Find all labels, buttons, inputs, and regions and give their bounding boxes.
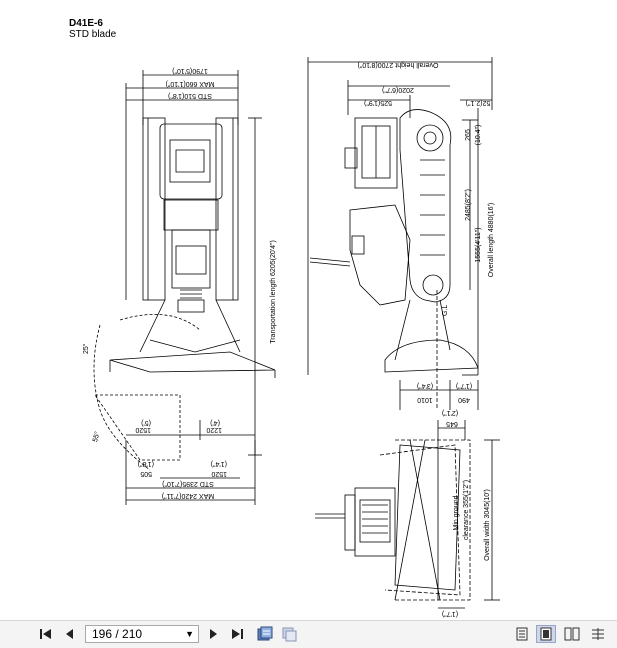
dim-1220: 1220 [206, 426, 222, 433]
dimension-drawing: 1790(5'10") MAX 660(1'10") STD 510(1'8") [82, 57, 500, 617]
dim-505-sub: (1'8") [138, 460, 154, 467]
two-page-view-icon [564, 627, 580, 641]
save-icon [257, 626, 273, 641]
settings-icon [592, 628, 604, 640]
dim-265-sub: (10.4") [475, 125, 482, 146]
prev-page-icon [66, 629, 73, 639]
first-page-icon [40, 629, 51, 639]
dim-2485: 2485(8'2") [465, 189, 472, 221]
overall-length: Overall length 4880(16') [488, 203, 495, 278]
two-page-view-button[interactable] [562, 625, 582, 643]
gl-label: G.L [442, 305, 449, 316]
page-indicator: 196 / 210 [92, 627, 143, 641]
dim-152: 1520 [211, 470, 227, 477]
front-bottom-sub: (1'7") [442, 610, 458, 617]
dim-1520-sub: (5') [141, 419, 151, 426]
transportation-length: Transportation length 6205(20'4") [270, 240, 277, 344]
dim-max-660: MAX 660(1'10") [166, 80, 215, 87]
dim-1010-sub: (3'4") [417, 382, 433, 389]
max-2420: MAX 2420(7'11") [162, 492, 214, 499]
last-page-button[interactable] [227, 625, 247, 643]
dim-645: 645 [446, 420, 458, 427]
min-clearance-2: clearance 355(1'2") [463, 480, 470, 540]
viewer-toolbar: 196 / 210 ▼ [0, 620, 617, 648]
dim-std-510: STD 510(1'8") [168, 92, 212, 99]
dim-490-sub: (1'7") [456, 382, 472, 389]
prev-page-button[interactable] [60, 625, 80, 643]
continuous-view-button[interactable] [536, 625, 556, 643]
first-page-button[interactable] [36, 625, 56, 643]
settings-button[interactable] [588, 625, 608, 643]
document-page: D41E-6 STD blade 1790(5'10") MAX 660(1'1… [69, 18, 500, 617]
model-title: D41E-6 [69, 18, 103, 29]
last-page-icon [232, 629, 243, 639]
dim-52: 52(2.1") [466, 99, 491, 106]
dim-265: 265 [465, 129, 472, 141]
dim-1790: 1790(5'10") [172, 67, 208, 74]
blade-subtitle: STD blade [69, 29, 117, 40]
dim-490: 490 [458, 396, 470, 403]
angle-25: 25° [82, 343, 90, 354]
min-clearance: Min ground [453, 495, 460, 530]
angle-55: 55° [91, 430, 102, 442]
overall-width: Overall width 3045(10') [484, 489, 491, 561]
next-page-button[interactable] [203, 625, 223, 643]
next-page-icon [210, 629, 217, 639]
front-view: (2'1") 645 Min ground clearance [315, 409, 500, 617]
dim-2020: 2020(6'7") [382, 86, 414, 93]
std-2395: STD 2395(7'10") [162, 480, 214, 487]
continuous-view-icon [540, 627, 552, 641]
dim-152-sub: (1'4") [211, 460, 227, 467]
dim-1010: 1010 [417, 396, 433, 403]
right-side-view: Overall height 2700(8'10") 2020(6'7") 52… [307, 57, 495, 410]
single-page-view-icon [516, 627, 528, 641]
save-button[interactable] [255, 625, 275, 643]
dim-1520: 1520 [135, 426, 151, 433]
left-top-view: 1790(5'10") MAX 660(1'10") STD 510(1'8") [82, 67, 277, 505]
dim-525: 525(1'9") [364, 99, 392, 106]
dim-1555: 1555(4'11") [475, 227, 482, 262]
chevron-down-icon: ▼ [185, 629, 194, 639]
page-number-select[interactable]: 196 / 210 ▼ [85, 625, 199, 643]
overall-height: Overall height 2700(8'10") [358, 61, 439, 68]
print-button[interactable] [279, 625, 299, 643]
print-icon [282, 627, 297, 642]
single-page-view-button[interactable] [512, 625, 532, 643]
dim-505: 505 [140, 470, 152, 477]
dim-645-sub: (2'1") [442, 409, 458, 416]
dim-1220-sub: (4') [210, 419, 220, 426]
